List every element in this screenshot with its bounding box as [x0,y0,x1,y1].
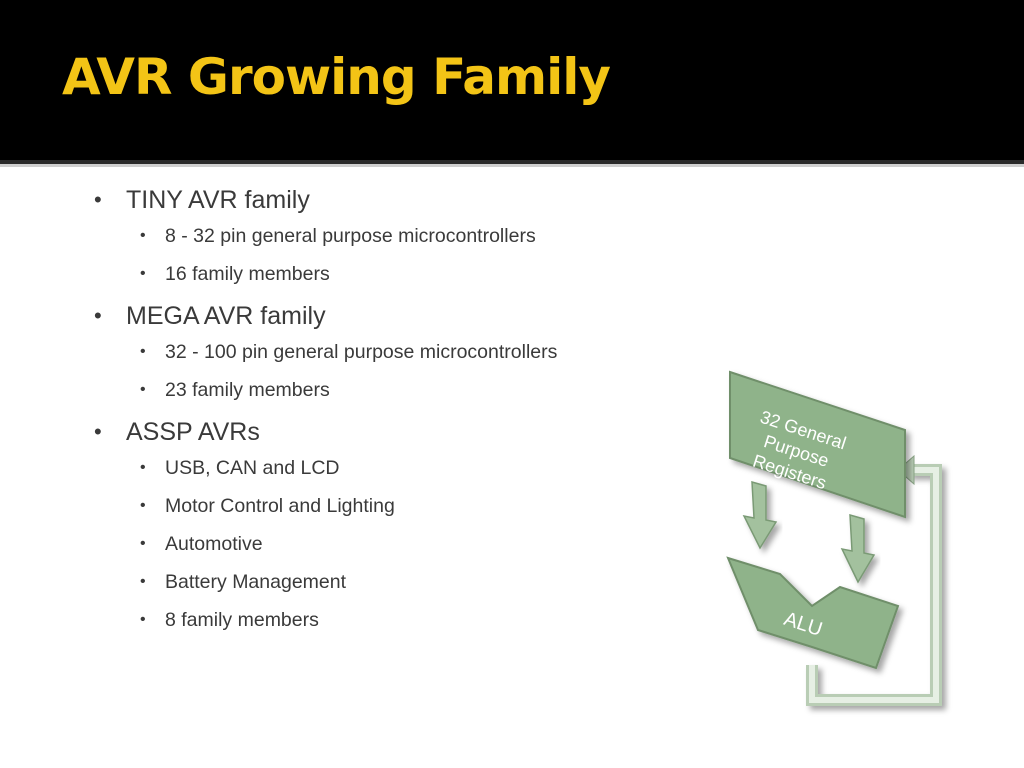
avr-architecture-diagram: 32 General Purpose Registers ALU [700,360,960,750]
bullet-item: •Motor Control and Lighting [140,495,395,517]
bullet-item: •USB, CAN and LCD [140,457,340,479]
bullet-icon: • [140,343,146,360]
bullet-heading: •ASSP AVRs [94,418,260,446]
divider-dark [0,160,1024,164]
diagram-graphic [726,370,942,706]
section-tiny-avr: •TINY AVR family •8 - 32 pin general pur… [94,184,654,286]
section-mega-avr: •MEGA AVR family •32 - 100 pin general p… [94,300,654,402]
bullet-icon: • [94,303,102,328]
bullet-item: •8 family members [140,609,319,631]
title-bar: AVR Growing Family [0,0,1024,160]
section-assp-avrs: •ASSP AVRs •USB, CAN and LCD •Motor Cont… [94,416,654,632]
bullet-icon: • [140,497,146,514]
bullet-icon: • [140,227,146,244]
bullet-item: •8 - 32 pin general purpose microcontrol… [140,225,536,247]
bullet-icon: • [140,535,146,552]
bullet-item: •Battery Management [140,571,347,593]
bullet-item: •16 family members [140,263,330,285]
bullet-icon: • [140,573,146,590]
divider-light [0,164,1024,167]
down-arrow-icon [742,480,778,550]
bullet-heading: •TINY AVR family [94,186,310,214]
bullet-icon: • [140,265,146,282]
bullet-heading: •MEGA AVR family [94,302,326,330]
bullet-icon: • [140,611,146,628]
bullet-icon: • [94,187,102,212]
registers-block [729,370,906,519]
slide-title: AVR Growing Family [62,48,611,106]
bullet-content: •TINY AVR family •8 - 32 pin general pur… [94,184,654,646]
feedback-loop-inner [809,467,939,703]
bullet-icon: • [94,419,102,444]
down-arrow-icon [840,513,876,584]
bullet-item: •32 - 100 pin general purpose microcontr… [140,341,558,363]
alu-block [726,556,900,670]
bullet-item: •Automotive [140,533,263,555]
bullet-item: •23 family members [140,379,330,401]
bullet-icon: • [140,381,146,398]
bullet-icon: • [140,459,146,476]
